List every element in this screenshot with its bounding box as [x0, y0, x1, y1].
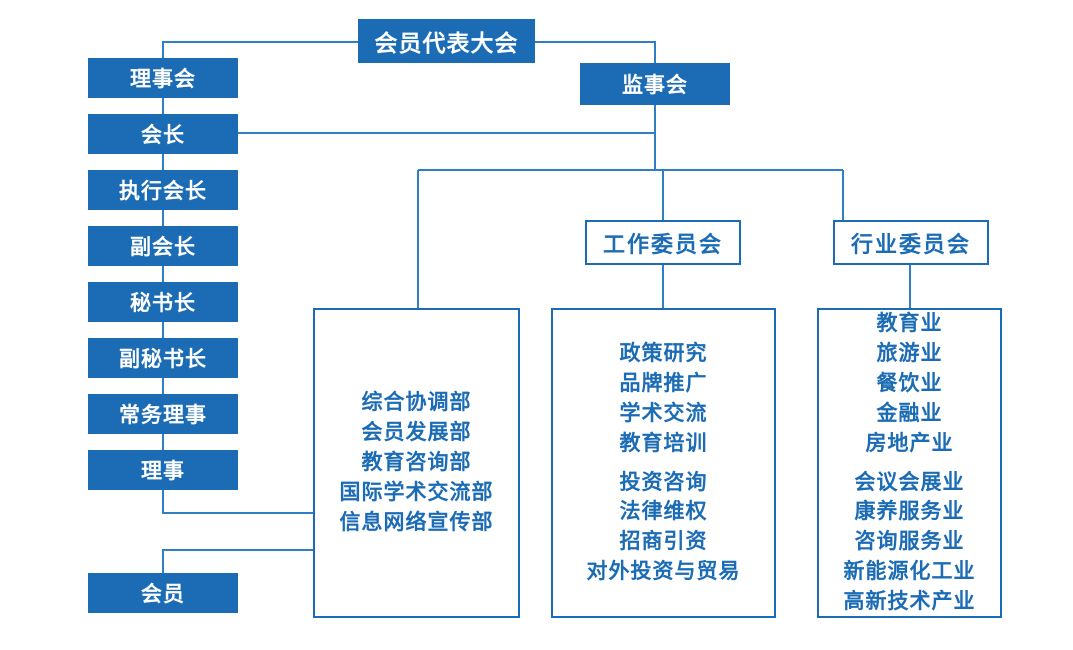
industry-committee-title-label: 行业委员会 [850, 232, 971, 258]
list-item: 教育业 [876, 311, 943, 336]
list-item: 法律维权 [619, 499, 708, 524]
node-executive-president[interactable]: 执行会长 [88, 170, 238, 210]
list-item: 学术交流 [619, 400, 708, 425]
list-item: 招商引资 [619, 529, 708, 554]
node-supervisory-board[interactable]: 监事会 [580, 63, 730, 105]
departments-box[interactable]: 综合协调部 会员发展部 教育咨询部 国际学术交流部 信息网络宣传部 [313, 308, 520, 618]
industry-committee-box[interactable]: 教育业 旅游业 餐饮业 金融业 房地产业 会议会展业 康养服务业 咨询服务业 新… [817, 308, 1002, 618]
node-executive-president-label: 执行会长 [119, 179, 207, 203]
list-item: 旅游业 [876, 341, 943, 366]
list-item: 对外投资与贸易 [586, 558, 741, 583]
list-item: 综合协调部 [361, 390, 472, 415]
list-item: 咨询服务业 [854, 529, 965, 554]
list-item: 高新技术产业 [843, 588, 976, 613]
node-members-label: 会员 [141, 582, 185, 606]
line-assembly-to-supervisory [535, 40, 657, 63]
list-item: 金融业 [876, 400, 943, 425]
list-item: 新能源化工业 [843, 558, 976, 583]
work-committee-title-label: 工作委员会 [602, 232, 723, 258]
list-item: 餐饮业 [876, 371, 943, 396]
list-item: 政策研究 [619, 341, 708, 366]
work-committee-box[interactable]: 政策研究 品牌推广 学术交流 教育培训 投资咨询 法律维权 招商引资 对外投资与… [551, 308, 776, 618]
node-industry-committee-title[interactable]: 行业委员会 [833, 220, 989, 265]
node-director[interactable]: 理事 [88, 450, 238, 490]
node-secretary-general-label: 秘书长 [130, 291, 196, 315]
node-deputy-secretary-general-label: 副秘书长 [119, 347, 207, 371]
list-item: 康养服务业 [854, 499, 965, 524]
node-president-label: 会长 [141, 123, 185, 147]
list-item: 房地产业 [865, 430, 954, 455]
list-item: 会员发展部 [361, 420, 472, 445]
node-director-label: 理事 [141, 459, 185, 483]
node-president[interactable]: 会长 [88, 114, 238, 154]
node-assembly-label: 会员代表大会 [374, 31, 519, 57]
node-supervisory-board-label: 监事会 [622, 73, 688, 97]
list-item: 品牌推广 [619, 371, 708, 396]
line-departments-to-members [161, 548, 313, 573]
node-standing-director[interactable]: 常务理事 [88, 394, 238, 434]
node-secretary-general[interactable]: 秘书长 [88, 282, 238, 322]
node-members[interactable]: 会员 [88, 573, 238, 613]
line-director-to-departments [161, 490, 313, 515]
list-item: 教育咨询部 [361, 450, 472, 475]
node-vice-president[interactable]: 副会长 [88, 226, 238, 266]
node-standing-director-label: 常务理事 [119, 403, 207, 427]
list-item: 会议会展业 [854, 469, 965, 494]
node-council[interactable]: 理事会 [88, 58, 238, 98]
node-deputy-secretary-general[interactable]: 副秘书长 [88, 338, 238, 378]
list-item: 教育培训 [619, 430, 708, 455]
list-item: 国际学术交流部 [339, 479, 494, 504]
node-council-label: 理事会 [130, 67, 196, 91]
line-assembly-to-council [161, 40, 358, 58]
list-item: 投资咨询 [619, 469, 708, 494]
node-assembly[interactable]: 会员代表大会 [358, 19, 535, 63]
list-item: 信息网络宣传部 [339, 509, 494, 534]
node-work-committee-title[interactable]: 工作委员会 [585, 220, 741, 265]
node-vice-president-label: 副会长 [130, 235, 196, 259]
